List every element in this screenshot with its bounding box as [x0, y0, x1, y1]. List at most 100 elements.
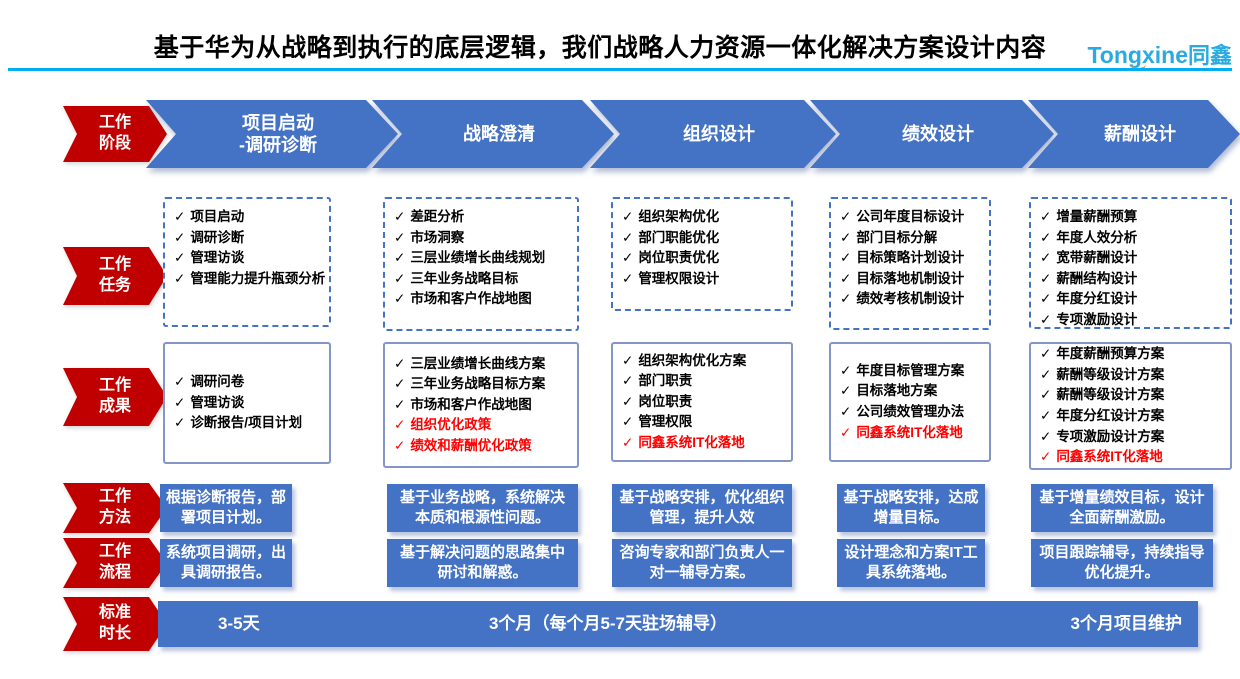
check-icon: ✓ [394, 376, 406, 392]
output-item: ✓管理访谈 [174, 393, 326, 414]
task-item: ✓部门职能优化 [622, 228, 788, 249]
tasks-box-3: ✓组织架构优化 ✓部门职能优化 ✓岗位职责优化 ✓管理权限设计 [611, 197, 793, 311]
header-divider [8, 68, 1232, 71]
check-icon: ✓ [1040, 311, 1052, 327]
task-item: ✓公司年度目标设计 [840, 207, 986, 228]
duration-middle: 3个月（每个月5-7天驻场辅导） [488, 614, 728, 633]
check-icon: ✓ [840, 362, 852, 378]
output-item-highlight: ✓同鑫系统IT化落地 [1040, 447, 1227, 468]
output-item: ✓专项激励设计方案 [1040, 427, 1227, 448]
output-item: ✓公司绩效管理办法 [840, 402, 986, 423]
task-item: ✓管理权限设计 [622, 269, 788, 290]
task-item: ✓目标策略计划设计 [840, 248, 986, 269]
output-item: ✓薪酬等级设计方案 [1040, 365, 1227, 386]
output-item-highlight: ✓同鑫系统IT化落地 [622, 433, 788, 454]
task-item: ✓部门目标分解 [840, 228, 986, 249]
method-box-3: 基于战略安排，优化组织管理，提升人效 [612, 484, 792, 532]
output-item: ✓组织架构优化方案 [622, 351, 788, 372]
process-box-4: 设计理念和方案IT工具系统落地。 [837, 539, 985, 587]
task-item: ✓管理能力提升瓶颈分析 [174, 269, 326, 290]
output-item: ✓管理权限 [622, 412, 788, 433]
stage-arrow-4: 绩效设计 [810, 100, 1054, 168]
check-icon: ✓ [1040, 366, 1052, 382]
task-item: ✓三层业绩增长曲线规划 [394, 248, 574, 269]
check-icon: ✓ [394, 209, 406, 224]
task-item: ✓管理访谈 [174, 248, 326, 269]
outputs-box-4: ✓年度目标管理方案 ✓目标落地方案 ✓公司绩效管理办法 ✓同鑫系统IT化落地 [829, 342, 991, 462]
output-item: ✓年度目标管理方案 [840, 361, 986, 382]
task-item: ✓专项激励设计 [1040, 310, 1227, 331]
logo-text-cn: 同鑫 [1187, 43, 1232, 68]
check-icon: ✓ [622, 209, 634, 224]
output-item: ✓岗位职责 [622, 392, 788, 413]
stage-arrow-3: 组织设计 [590, 100, 836, 168]
check-icon: ✓ [1040, 229, 1052, 245]
row-label-duration: 标准 时长 [63, 597, 167, 651]
method-box-1: 根据诊断报告，部署项目计划。 [160, 484, 292, 532]
check-icon: ✓ [622, 270, 634, 286]
check-icon: ✓ [1040, 387, 1052, 403]
task-item: ✓组织架构优化 [622, 207, 788, 228]
method-box-5: 基于增量绩效目标，设计全面薪酬激励。 [1031, 484, 1213, 532]
tasks-box-5: ✓增量薪酬预算 ✓年度人效分析 ✓宽带薪酬设计 ✓薪酬结构设计 ✓年度分红设计 … [1029, 197, 1232, 329]
output-item: ✓年度分红设计方案 [1040, 406, 1227, 427]
check-icon: ✓ [840, 209, 852, 224]
process-box-5: 项目跟踪辅导，持续指导优化提升。 [1031, 539, 1213, 587]
task-item: ✓薪酬结构设计 [1040, 269, 1227, 290]
check-icon: ✓ [840, 291, 852, 307]
check-icon: ✓ [1040, 449, 1052, 465]
row-label-stage: 工作 阶段 [63, 106, 167, 162]
check-icon: ✓ [840, 404, 852, 419]
tasks-box-4: ✓公司年度目标设计 ✓部门目标分解 ✓目标策略计划设计 ✓目标落地机制设计 ✓绩… [829, 197, 991, 330]
check-icon: ✓ [1040, 250, 1052, 266]
task-item: ✓市场和客户作战地图 [394, 289, 574, 310]
check-icon: ✓ [840, 250, 852, 266]
company-logo: Tongxine同鑫 [1087, 38, 1232, 71]
duration-last: 3个月项目维护 [1070, 614, 1182, 633]
output-item: ✓诊断报告/项目计划 [174, 413, 326, 434]
check-icon: ✓ [174, 270, 186, 286]
task-item: ✓增量薪酬预算 [1040, 207, 1227, 228]
check-icon: ✓ [1040, 346, 1052, 362]
row-label-outputs: 工作 成果 [63, 368, 167, 426]
tasks-box-1: ✓项目启动 ✓调研诊断 ✓管理访谈 ✓管理能力提升瓶颈分析 [163, 197, 331, 327]
row-label-tasks: 工作 任务 [63, 247, 167, 305]
output-item: ✓目标落地方案 [840, 381, 986, 402]
output-item: ✓三年业务战略目标方案 [394, 374, 574, 395]
task-item: ✓岗位职责优化 [622, 248, 788, 269]
row-label-process: 工作 流程 [63, 538, 167, 588]
check-icon: ✓ [394, 355, 406, 371]
check-icon: ✓ [394, 437, 406, 453]
task-item: ✓年度分红设计 [1040, 289, 1227, 310]
check-icon: ✓ [840, 383, 852, 399]
task-item: ✓项目启动 [174, 207, 326, 228]
check-icon: ✓ [840, 229, 852, 245]
method-box-4: 基于战略安排，达成增量目标。 [837, 484, 985, 532]
output-item: ✓市场和客户作战地图 [394, 395, 574, 416]
process-box-1: 系统项目调研，出具调研报告。 [160, 539, 292, 587]
check-icon: ✓ [1040, 270, 1052, 286]
page-title: 基于华为从战略到执行的底层逻辑，我们战略人力资源一体化解决方案设计内容 [153, 34, 1047, 62]
check-icon: ✓ [174, 229, 186, 245]
method-box-2: 基于业务战略，系统解决本质和根源性问题。 [387, 484, 578, 532]
task-item: ✓目标落地机制设计 [840, 269, 986, 290]
outputs-box-2: ✓三层业绩增长曲线方案 ✓三年业务战略目标方案 ✓市场和客户作战地图 ✓组织优化… [383, 342, 579, 468]
task-item: ✓调研诊断 [174, 228, 326, 249]
check-icon: ✓ [394, 270, 406, 286]
check-icon: ✓ [1040, 428, 1052, 444]
row-label-method: 工作 方法 [63, 483, 167, 533]
output-item: ✓调研问卷 [174, 372, 326, 393]
output-item: ✓三层业绩增长曲线方案 [394, 354, 574, 375]
check-icon: ✓ [840, 424, 852, 440]
check-icon: ✓ [1040, 291, 1052, 307]
task-item: ✓三年业务战略目标 [394, 269, 574, 290]
check-icon: ✓ [174, 394, 186, 410]
check-icon: ✓ [622, 352, 634, 368]
task-item: ✓年度人效分析 [1040, 228, 1227, 249]
process-box-3: 咨询专家和部门负责人一对一辅导方案。 [612, 539, 792, 587]
process-box-2: 基于解决问题的思路集中研讨和解惑。 [387, 539, 578, 587]
task-item: ✓绩效考核机制设计 [840, 289, 986, 310]
check-icon: ✓ [1040, 408, 1052, 423]
check-icon: ✓ [622, 229, 634, 245]
duration-bar: 3-5天 3个月（每个月5-7天驻场辅导） 3个月项目维护 [158, 601, 1198, 647]
